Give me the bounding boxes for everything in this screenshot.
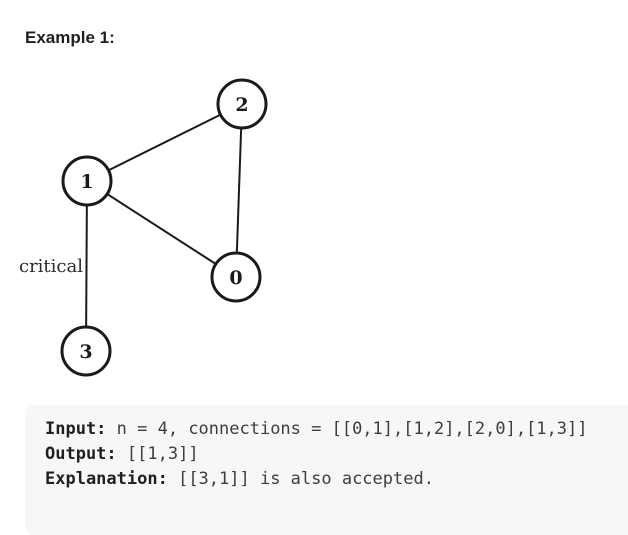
edge-1-2	[86, 103, 243, 182]
edge-2-0	[235, 103, 243, 278]
explanation-value: [[3,1]] is also accepted.	[178, 469, 434, 489]
node-1-circle	[61, 155, 113, 207]
node-2-circle	[216, 78, 268, 130]
output-value: [[1,3]]	[126, 444, 199, 464]
node-0-circle	[210, 251, 262, 303]
critical-edge-label: critical	[19, 256, 83, 277]
node-2-label: 2	[235, 94, 248, 116]
output-line: Output: [[1,3]]	[45, 442, 628, 467]
input-line: Input: n = 4, connections = [[0,1],[1,2]…	[45, 417, 628, 442]
input-label: Input:	[45, 419, 107, 439]
output-label: Output:	[45, 444, 117, 464]
explanation-line: Explanation: [[3,1]] is also accepted.	[45, 467, 628, 492]
node-0-label: 0	[229, 267, 242, 289]
edge-1-3-critical	[85, 180, 88, 352]
graph-diagram: 2 1 0 3 critical	[19, 78, 268, 377]
explanation-label: Explanation:	[45, 469, 168, 489]
input-value: n = 4, connections = [[0,1],[1,2],[2,0],…	[116, 419, 588, 439]
example-heading: Example 1:	[25, 28, 115, 47]
edge-0-1	[86, 180, 237, 278]
node-3-label: 3	[79, 341, 92, 363]
node-3-circle	[60, 325, 112, 377]
example-code-block: Input: n = 4, connections = [[0,1],[1,2]…	[25, 405, 628, 535]
node-1-label: 1	[80, 171, 93, 193]
